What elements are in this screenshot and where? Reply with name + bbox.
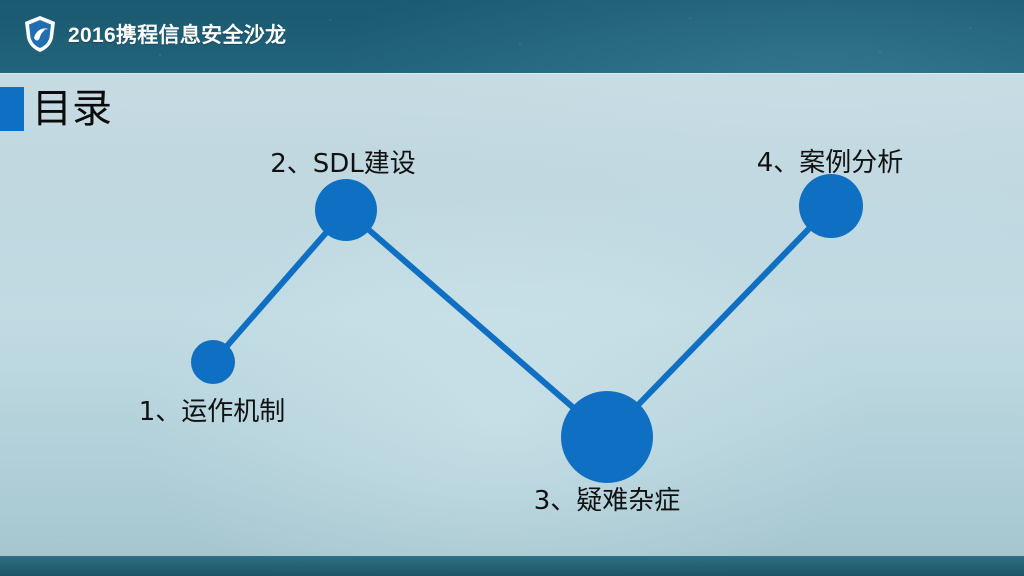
node-label-1: 1、运作机制: [139, 397, 286, 427]
node-1: [191, 340, 235, 384]
node-3: [561, 391, 653, 483]
diagram-labels: 1、运作机制 2、SDL建设 3、疑难杂症 4、案例分析: [139, 148, 904, 516]
node-label-3: 3、疑难杂症: [534, 486, 681, 516]
connector-line-3-4: [607, 206, 831, 437]
node-label-4: 4、案例分析: [757, 148, 904, 178]
node-4: [799, 174, 863, 238]
node-label-2: 2、SDL建设: [270, 149, 416, 179]
connector-line-2-3: [346, 210, 607, 437]
bottom-strip: [0, 556, 1024, 576]
diagram-nodes: [191, 174, 863, 483]
connector-lines: [213, 206, 831, 437]
node-2: [315, 179, 377, 241]
